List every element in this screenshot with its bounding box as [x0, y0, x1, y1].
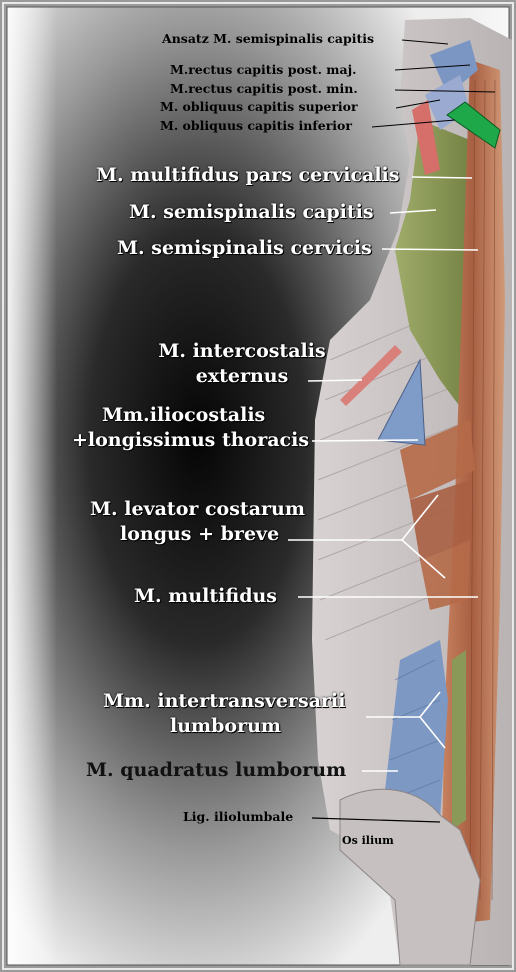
label-rectus-capitis-major: M.rectus capitis post. maj.: [170, 62, 357, 77]
intertransversarii-muscle: [452, 650, 466, 830]
label-semispinalis-cervicis: M. semispinalis cervicis: [117, 237, 372, 259]
obliquus-inferior-muscle: [446, 101, 501, 149]
label-intertransversarii-line1: Mm. intertransversarii: [103, 690, 346, 712]
os-ilium-bone: [339, 788, 481, 966]
label-multifidus: M. multifidus: [134, 585, 278, 607]
label-rectus-capitis-minor: M.rectus capitis post. min.: [170, 81, 358, 96]
label-iliocostalis-line1: Mm.iliocostalis: [102, 404, 266, 426]
label-intercostalis-line2: externus: [195, 365, 289, 387]
label-semispinalis-capitis: M. semispinalis capitis: [129, 201, 374, 223]
label-lig-iliolumbale: Lig. iliolumbale: [183, 809, 294, 824]
label-levator-costarum-line2: longus + breve: [120, 523, 280, 545]
pointer-lines: [288, 39, 496, 823]
semispinalis-muscle: [395, 120, 480, 420]
label-intercostalis-line1: M. intercostalis: [158, 340, 326, 362]
label-intertransversarii-line2: lumborum: [170, 715, 282, 737]
label-ansatz-semispinalis: Ansatz M. semispinalis capitis: [162, 31, 375, 46]
rectus-capitis-muscle: [430, 40, 478, 95]
label-quadratus-lumborum: M. quadratus lumborum: [86, 759, 347, 781]
levator-fibers: [400, 420, 475, 610]
label-os-ilium: Os ilium: [342, 834, 394, 847]
label-multifidus-cervicalis: M. multifidus pars cervicalis: [96, 164, 400, 186]
iliocostalis-muscle: [377, 358, 426, 446]
semispinalis-insertion: [412, 100, 440, 175]
label-levator-costarum-line1: M. levator costarum: [90, 498, 305, 520]
quadratus-muscle: [385, 640, 448, 830]
label-obliquus-superior: M. obliquus capitis superior: [160, 99, 358, 114]
label-obliquus-inferior: M. obliquus capitis inferior: [160, 118, 352, 133]
label-iliocostalis-line2: +longissimus thoracis: [72, 429, 310, 451]
intercostalis-strip: [340, 345, 402, 406]
